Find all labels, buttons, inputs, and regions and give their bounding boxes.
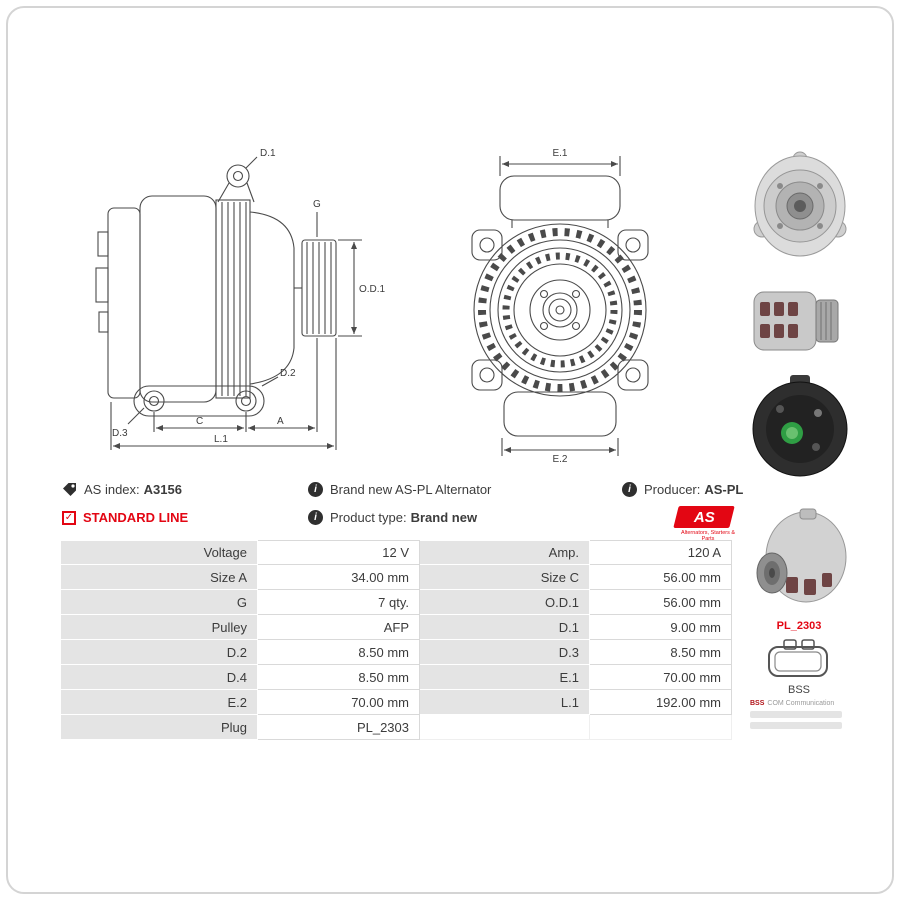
- spec-label-cell: L.1: [420, 690, 590, 715]
- spec-row: D.4 8.50 mm E.1 70.00 mm: [60, 665, 732, 690]
- product-type-value: Brand new: [410, 510, 478, 525]
- product-type-row: i Product type:Brand new: [308, 510, 477, 525]
- alternator-side-photo: [753, 291, 839, 351]
- as-index-label: AS index:A3156: [84, 482, 182, 497]
- plug-name: BSS: [787, 684, 810, 696]
- front-drawing-labels: E.1 E.2: [552, 148, 567, 462]
- spec-value-cell: PL_2303: [258, 715, 420, 740]
- spec-row: E.2 70.00 mm L.1 192.00 mm: [60, 690, 732, 715]
- dim-label-e2: E.2: [552, 454, 567, 462]
- standard-line-row: ✓ STANDARD LINE: [62, 510, 188, 525]
- spec-value-cell: 70.00 mm: [590, 665, 732, 690]
- dim-label-a: A: [277, 416, 284, 427]
- brand-new-text: Brand new AS-PL Alternator: [330, 482, 492, 497]
- spec-value-cell: [590, 715, 732, 740]
- info-icon: i: [308, 510, 323, 525]
- plug-code: PL_2303: [776, 620, 822, 632]
- spec-label-cell: E.1: [420, 665, 590, 690]
- plug-connector-icon: [768, 639, 828, 677]
- dim-label-e1: E.1: [552, 148, 567, 159]
- info-icon: i: [622, 482, 637, 497]
- producer-value: AS-PL: [704, 482, 744, 497]
- product-photo-rear[interactable]: [748, 372, 852, 484]
- spec-label-cell: Amp.: [420, 540, 590, 565]
- as-pl-logo-flag: AS: [673, 506, 735, 528]
- spec-row: Size A 34.00 mm Size C 56.00 mm: [60, 565, 732, 590]
- spec-value-cell: 12 V: [258, 540, 420, 565]
- product-photo-side[interactable]: [748, 276, 852, 368]
- spec-label-cell: Size A: [60, 565, 258, 590]
- placeholder-bar: [750, 711, 842, 718]
- alternator-rear-photo: [752, 375, 848, 477]
- producer-label: Producer:AS-PL: [644, 482, 744, 497]
- spec-value-cell: AFP: [258, 615, 420, 640]
- side-drawing-lines: [95, 156, 362, 450]
- tag-icon: [63, 483, 76, 496]
- spec-label-cell: E.2: [60, 690, 258, 715]
- check-icon: ✓: [62, 510, 76, 525]
- spec-label-cell: D.4: [60, 665, 258, 690]
- spec-value-cell: 192.00 mm: [590, 690, 732, 715]
- spec-value-cell: 8.50 mm: [258, 640, 420, 665]
- as-pl-logo-tagline: Alternators, Starters & Parts: [680, 530, 736, 542]
- alternator-angled-photo: [756, 508, 847, 603]
- spec-value-cell: 9.00 mm: [590, 615, 732, 640]
- spec-label-cell: Size C: [420, 565, 590, 590]
- spec-row: Voltage 12 V Amp. 120 A: [60, 540, 732, 565]
- spec-label-cell: [420, 715, 590, 740]
- spec-value-cell: 56.00 mm: [590, 565, 732, 590]
- spec-label-cell: D.3: [420, 640, 590, 665]
- spec-row: G 7 qty. O.D.1 56.00 mm: [60, 590, 732, 615]
- spec-label-cell: O.D.1: [420, 590, 590, 615]
- spec-table: Voltage 12 V Amp. 120 A Size A 34.00 mm …: [60, 540, 732, 740]
- spec-label-cell: Plug: [60, 715, 258, 740]
- standard-line-label: STANDARD LINE: [83, 510, 189, 525]
- footnote-tag: BSS: [750, 700, 765, 707]
- alternator-front-photo: [753, 151, 847, 257]
- as-index-value: A3156: [143, 482, 182, 497]
- as-pl-logo: AS Alternators, Starters & Parts: [673, 506, 740, 542]
- spec-value-cell: 56.00 mm: [590, 590, 732, 615]
- spec-value-cell: 120 A: [590, 540, 732, 565]
- dim-label-d1: D.1: [260, 148, 276, 159]
- side-view-technical-drawing: D.1 G O.D.1 D.2 D.3 C A L.1: [95, 148, 386, 450]
- as-pl-logo-text: AS: [693, 508, 715, 526]
- dim-label-d2: D.2: [280, 368, 296, 379]
- dim-label-c: C: [196, 416, 203, 427]
- brand-new-row: i Brand new AS-PL Alternator: [308, 482, 491, 497]
- side-drawing-labels: D.1 G O.D.1 D.2 D.3 C A L.1: [112, 148, 386, 445]
- spec-row: Pulley AFP D.1 9.00 mm: [60, 615, 732, 640]
- dim-label-l1: L.1: [214, 434, 228, 445]
- spec-label-cell: G: [60, 590, 258, 615]
- as-index-row: AS index:A3156: [62, 482, 182, 497]
- spec-value-cell: 34.00 mm: [258, 565, 420, 590]
- spec-value-cell: 8.50 mm: [258, 665, 420, 690]
- producer-row: i Producer:AS-PL: [622, 482, 743, 497]
- spec-row: D.2 8.50 mm D.3 8.50 mm: [60, 640, 732, 665]
- spec-value-cell: 7 qty.: [258, 590, 420, 615]
- front-view-technical-drawing: E.1 E.2: [471, 148, 649, 462]
- dim-label-d3: D.3: [112, 428, 128, 439]
- dim-label-g: G: [313, 199, 321, 210]
- spec-label-cell: D.1: [420, 615, 590, 640]
- spec-value-cell: 8.50 mm: [590, 640, 732, 665]
- product-type-label: Product type:Brand new: [330, 510, 478, 525]
- spec-label-cell: Voltage: [60, 540, 258, 565]
- info-icon: i: [308, 482, 323, 497]
- spec-label-cell: D.2: [60, 640, 258, 665]
- dim-label-od1: O.D.1: [359, 284, 386, 295]
- product-photo-angled[interactable]: [748, 506, 852, 618]
- front-drawing-lines: [471, 156, 649, 456]
- footnote-text: COM Communication: [767, 700, 835, 707]
- spec-value-cell: 70.00 mm: [258, 690, 420, 715]
- spec-label-cell: Pulley: [60, 615, 258, 640]
- product-photo-front[interactable]: [748, 150, 852, 262]
- placeholder-bar: [750, 722, 842, 729]
- spec-row: Plug PL_2303: [60, 715, 732, 740]
